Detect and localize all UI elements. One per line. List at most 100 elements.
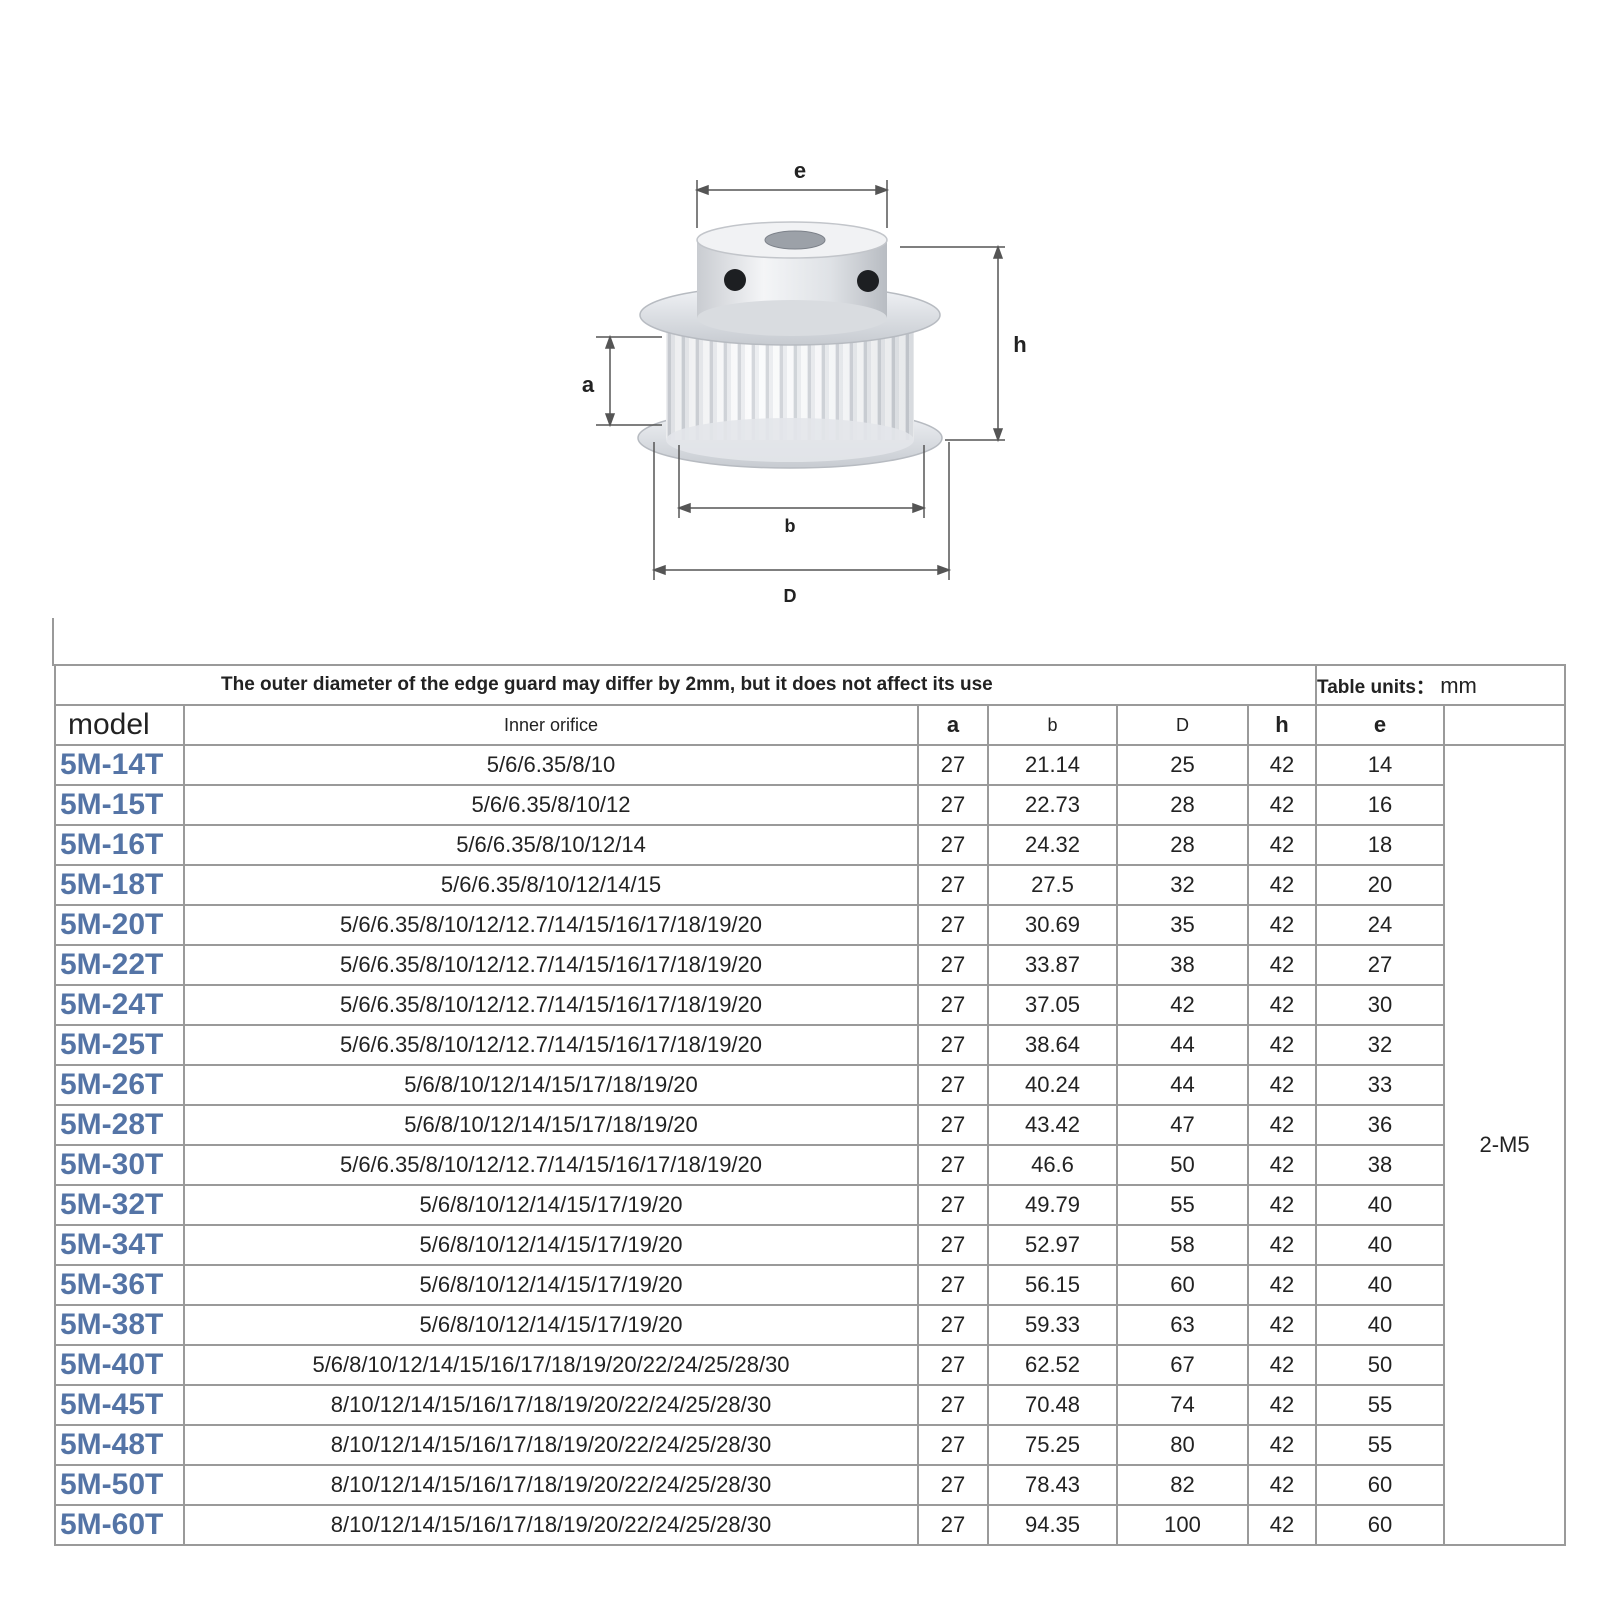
inner-orifice-cell: 5/6/8/10/12/14/15/17/19/20: [183, 1304, 919, 1346]
e-cell: 20: [1315, 864, 1446, 906]
a-cell: 27: [917, 1024, 989, 1066]
e-cell: 30: [1315, 984, 1446, 1026]
b-cell: 33.87: [987, 944, 1118, 986]
e-cell: 50: [1315, 1344, 1446, 1386]
D-cell: 47: [1116, 1104, 1249, 1146]
a-cell: 27: [917, 1184, 989, 1226]
inner-orifice-cell: 5/6/8/10/12/14/15/17/19/20: [183, 1184, 919, 1226]
inner-orifice-cell: 5/6/6.35/8/10/12/12.7/14/15/16/17/18/19/…: [183, 984, 919, 1026]
inner-orifice-cell: 5/6/6.35/8/10/12/12.7/14/15/16/17/18/19/…: [183, 904, 919, 946]
a-cell: 27: [917, 904, 989, 946]
b-cell: 38.64: [987, 1024, 1118, 1066]
e-cell: 55: [1315, 1384, 1446, 1426]
h-cell: 42: [1246, 744, 1318, 786]
h-cell: 42: [1246, 1424, 1318, 1466]
col-header-screw: [1443, 704, 1567, 746]
model-cell: 5M-50T: [54, 1464, 185, 1506]
h-cell: 42: [1246, 864, 1318, 906]
h-cell: 42: [1246, 1464, 1318, 1506]
D-cell: 55: [1116, 1184, 1249, 1226]
inner-orifice-cell: 5/6/8/10/12/14/15/17/19/20: [183, 1224, 919, 1266]
col-header-b: b: [987, 704, 1118, 746]
D-cell: 58: [1116, 1224, 1249, 1266]
e-cell: 40: [1315, 1184, 1446, 1226]
model-cell: 5M-18T: [54, 864, 185, 906]
h-cell: 42: [1246, 1384, 1318, 1426]
dim-label-h: h: [1013, 332, 1026, 357]
a-cell: 27: [917, 1384, 989, 1426]
set-screw-icon: [724, 269, 746, 291]
model-cell: 5M-16T: [54, 824, 185, 866]
inner-orifice-cell: 5/6/6.35/8/10/12/14: [183, 824, 919, 866]
model-cell: 5M-20T: [54, 904, 185, 946]
model-cell: 5M-28T: [54, 1104, 185, 1146]
D-cell: 25: [1116, 744, 1249, 786]
D-cell: 63: [1116, 1304, 1249, 1346]
b-cell: 46.6: [987, 1144, 1118, 1186]
b-cell: 27.5: [987, 864, 1118, 906]
b-cell: 21.14: [987, 744, 1118, 786]
e-cell: 55: [1315, 1424, 1446, 1466]
h-cell: 42: [1246, 1224, 1318, 1266]
col-header-orifice: Inner orifice: [183, 704, 919, 746]
col-header-model: model: [54, 704, 185, 746]
a-cell: 27: [917, 1344, 989, 1386]
b-cell: 70.48: [987, 1384, 1118, 1426]
inner-orifice-cell: 8/10/12/14/15/16/17/18/19/20/22/24/25/28…: [183, 1504, 919, 1546]
b-cell: 49.79: [987, 1184, 1118, 1226]
D-cell: 28: [1116, 784, 1249, 826]
e-cell: 36: [1315, 1104, 1446, 1146]
e-cell: 24: [1315, 904, 1446, 946]
inner-orifice-cell: 5/6/8/10/12/14/15/16/17/18/19/20/22/24/2…: [183, 1344, 919, 1386]
D-cell: 42: [1116, 984, 1249, 1026]
a-cell: 27: [917, 824, 989, 866]
b-cell: 22.73: [987, 784, 1118, 826]
D-cell: 60: [1116, 1264, 1249, 1306]
D-cell: 35: [1116, 904, 1249, 946]
D-cell: 100: [1116, 1504, 1249, 1546]
a-cell: 27: [917, 1104, 989, 1146]
col-header-a: a: [917, 704, 989, 746]
a-cell: 27: [917, 1464, 989, 1506]
e-cell: 14: [1315, 744, 1446, 786]
pulley-dimension-diagram: e h a b D: [582, 158, 1027, 606]
b-cell: 30.69: [987, 904, 1118, 946]
model-cell: 5M-32T: [54, 1184, 185, 1226]
col-header-e: e: [1315, 704, 1446, 746]
e-cell: 33: [1315, 1064, 1446, 1106]
model-cell: 5M-15T: [54, 784, 185, 826]
b-cell: 62.52: [987, 1344, 1118, 1386]
h-cell: 42: [1246, 824, 1318, 866]
model-cell: 5M-40T: [54, 1344, 185, 1386]
e-cell: 40: [1315, 1264, 1446, 1306]
a-cell: 27: [917, 1504, 989, 1546]
col-header-h: h: [1246, 704, 1318, 746]
h-cell: 42: [1246, 1024, 1318, 1066]
inner-orifice-cell: 5/6/6.35/8/10/12/12.7/14/15/16/17/18/19/…: [183, 1144, 919, 1186]
e-cell: 40: [1315, 1304, 1446, 1346]
b-cell: 94.35: [987, 1504, 1118, 1546]
b-cell: 75.25: [987, 1424, 1118, 1466]
a-cell: 27: [917, 1264, 989, 1306]
units-label: Table units：: [1317, 676, 1435, 698]
D-cell: 67: [1116, 1344, 1249, 1386]
b-cell: 40.24: [987, 1064, 1118, 1106]
h-cell: 42: [1246, 944, 1318, 986]
inner-orifice-cell: 8/10/12/14/15/16/17/18/19/20/22/24/25/28…: [183, 1384, 919, 1426]
b-cell: 24.32: [987, 824, 1118, 866]
dim-label-D: D: [784, 586, 797, 606]
h-cell: 42: [1246, 904, 1318, 946]
dim-label-b: b: [785, 516, 796, 536]
inner-orifice-cell: 5/6/6.35/8/10/12/14/15: [183, 864, 919, 906]
note-row: The outer diameter of the edge guard may…: [53, 664, 1567, 706]
e-cell: 18: [1315, 824, 1446, 866]
e-cell: 27: [1315, 944, 1446, 986]
